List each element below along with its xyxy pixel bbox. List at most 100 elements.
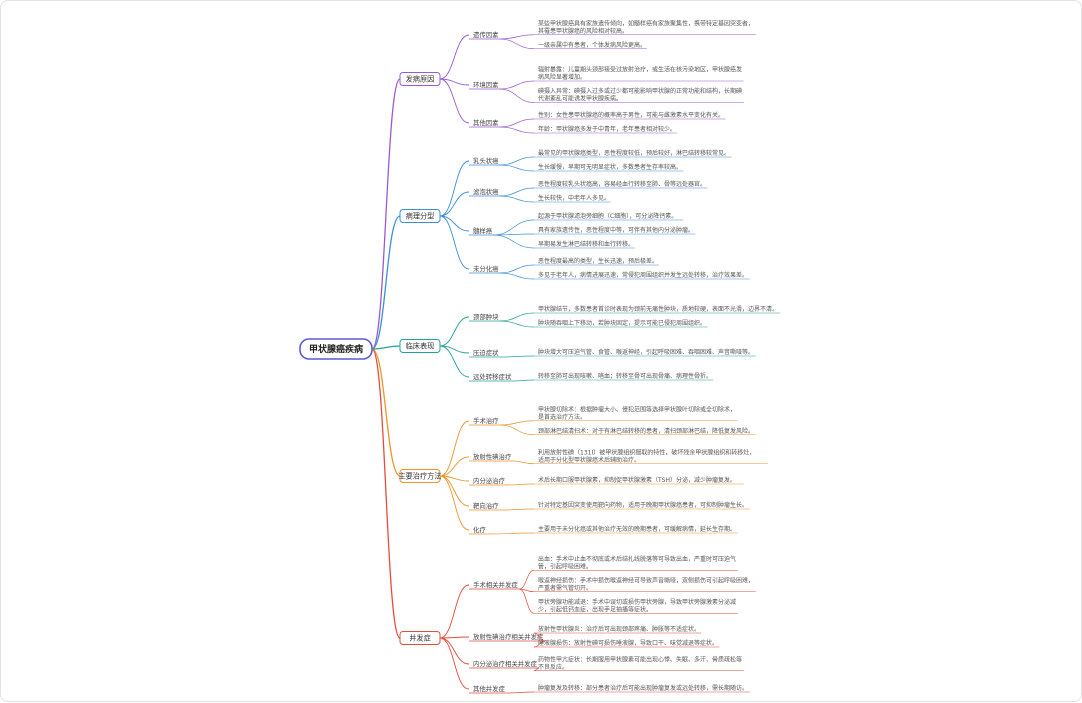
branch-node-label: 病理分型	[406, 212, 435, 221]
group-connector	[439, 637, 470, 665]
leaf-connector	[499, 38, 535, 50]
leaf-node[interactable]: 颈部淋巴结清扫术：对于有淋巴结转移的患者，清扫颈部淋巴结，降低复发风险。	[534, 427, 756, 436]
group-node[interactable]: 遗传因素	[469, 30, 500, 40]
branch-node-label: 临床表现	[406, 342, 435, 351]
group-node[interactable]: 其他并发症	[469, 684, 506, 694]
group-connector	[439, 584, 470, 639]
leaf-connector	[499, 508, 535, 511]
group-connector	[439, 637, 470, 690]
group-node[interactable]: 靶向治疗	[469, 501, 500, 511]
group-node[interactable]: 远处转移症状	[469, 372, 513, 382]
branch-node[interactable]: 并发症	[399, 631, 441, 645]
leaf-node-text: 甲状旁腺功能减退：手术中误切或损伤甲状旁腺，导致甲状旁腺激素分泌减	[538, 598, 736, 606]
group-connector	[439, 215, 470, 232]
leaf-node[interactable]: 碘摄入异常：碘摄入过多或过少都可能影响甲状腺的正常功能和结构，长期碘代谢紊乱可能…	[534, 87, 744, 103]
leaf-node-text: 肿瘤复发及转移：部分患者治疗后可能出现肿瘤复发或远处转移，需长期随访。	[538, 684, 748, 692]
leaf-connector	[519, 588, 535, 614]
leaf-node[interactable]: 恶性程度较乳头状癌高，容易经血行转移至肺、骨等远处器官。	[534, 180, 708, 189]
leaf-node[interactable]: 肿块随吞咽上下移动，若肿块固定，提示可能已侵犯周围组织。	[534, 319, 708, 328]
leaf-node-text: 肿块增大可压迫气管、食管、喉返神经，引起呼吸困难、吞咽困难、声音嘶哑等。	[538, 348, 754, 356]
group-node-label: 放射性碘治疗相关并发症	[473, 632, 544, 641]
group-connector	[439, 456, 470, 477]
leaf-node[interactable]: 甲状腺切除术：根据肿瘤大小、侵犯范围等选择甲状腺叶切除或全切除术，是首选治疗方法…	[534, 405, 738, 422]
group-node-label: 化疗	[473, 525, 486, 534]
branch-node-label: 并发症	[409, 634, 431, 643]
group-connector	[439, 34, 470, 80]
leaf-connector	[505, 483, 535, 486]
leaf-node-text: 少，引起低钙血症，出现手足抽搐等症状。	[538, 605, 652, 613]
group-connector	[439, 215, 470, 270]
group-node[interactable]: 髓样癌	[469, 226, 493, 236]
leaf-node[interactable]: 唾液腺损伤：放射性碘可损伤唾液腺，导致口干、味觉减退等症状。	[534, 639, 720, 648]
leaf-node-text: 病风险显著增加。	[538, 73, 586, 81]
leaf-node[interactable]: 年龄：甲状腺癌多发于中青年，老年患者相对较少。	[534, 125, 678, 134]
leaf-node-text: 性别：女性患甲状腺癌的概率高于男性，可能与雌激素水平变化有关。	[538, 111, 724, 119]
group-node[interactable]: 手术治疗	[469, 416, 500, 426]
leaf-node[interactable]: 一级亲属中有患者，个体发病风险更高。	[534, 41, 647, 50]
leaf-node[interactable]: 肿块增大可压迫气管、食管、喉返神经，引起呼吸困难、吞咽困难、声音嘶哑等。	[534, 348, 756, 357]
leaf-node-text: 是首选治疗方法。	[538, 413, 586, 421]
leaf-connector	[519, 569, 535, 590]
group-node[interactable]: 化疗	[469, 525, 486, 535]
leaf-connector	[499, 264, 535, 274]
branch-node[interactable]: 发病原因	[399, 72, 441, 86]
group-connector	[439, 160, 470, 217]
leaf-node[interactable]: 具有家族遗传性，恶性程度中等，可伴有其他内分泌肿瘤。	[534, 226, 696, 235]
branch-node[interactable]: 病理分型	[399, 209, 441, 223]
group-node[interactable]: 乳头状癌	[469, 156, 500, 166]
group-node[interactable]: 放射性碘治疗	[469, 452, 513, 462]
leaf-node[interactable]: 甲状旁腺功能减退：手术中误切或损伤甲状旁腺，导致甲状旁腺激素分泌减少，引起低钙血…	[534, 598, 738, 614]
group-node[interactable]: 环境因素	[469, 80, 500, 90]
leaf-connector	[512, 379, 535, 382]
leaf-node[interactable]: 主要用于未分化癌或其他治疗无效的晚期患者，可缓解病情，延长生存期。	[534, 525, 738, 534]
leaf-node[interactable]: 针对特定基因突变使用靶向药物，适用于晚期甲状腺癌患者，可抑制肿瘤生长。	[534, 501, 750, 510]
leaf-node[interactable]: 多见于老年人，病情进展迅速，常侵犯周围组织并发生远处转移，治疗效果差。	[534, 271, 750, 280]
leaf-node-text: 出血：手术中止血不彻底或术后结扎线脱落等可导致出血，严重时可压迫气	[538, 555, 736, 563]
leaf-connector	[499, 312, 535, 322]
leaf-node-text: 生长缓慢，早期可无明显症状，多数患者生存率较高。	[538, 163, 682, 171]
leaf-node[interactable]: 利用放射性碘（131I）被甲状腺组织摄取的特性，破坏残余甲状腺组织和转移灶，适用…	[534, 448, 768, 465]
group-node[interactable]: 内分泌治疗相关并发症	[469, 659, 539, 669]
branch-node[interactable]: 临床表现	[399, 339, 441, 353]
group-node[interactable]: 颈部肿块	[469, 312, 500, 322]
group-node[interactable]: 压迫症状	[469, 348, 500, 358]
leaf-node[interactable]: 恶性程度最高的类型，生长迅速，预后极差。	[534, 257, 659, 266]
group-node[interactable]: 手术相关并发症	[469, 580, 520, 590]
leaf-connector	[505, 691, 535, 694]
group-node[interactable]: 放射性碘治疗相关并发症	[469, 632, 546, 642]
leaf-node[interactable]: 早期易发生淋巴结转移和血行转移。	[534, 240, 635, 249]
group-node[interactable]: 未分化癌	[469, 264, 500, 274]
leaf-node[interactable]: 肿瘤复发及转移：部分患者治疗后可能出现肿瘤复发或远处转移，需长期随访。	[534, 684, 750, 693]
leaf-node[interactable]: 某些甲状腺癌具有家族遗传倾向，如髓样癌有家族聚集性，携带特定基因突变者，其罹患甲…	[534, 19, 756, 36]
leaf-node-text: 药物性甲亢症状：长期服用甲状腺素可能出现心悸、失眠、多汗、骨质疏松等	[538, 655, 742, 663]
leaf-node[interactable]: 最常见的甲状腺癌类型，恶性程度较低，预后较好，淋巴结转移较常见。	[534, 149, 732, 158]
leaf-node[interactable]: 放射性甲状腺炎：治疗后可出现颈部疼痛、肿胀等不适症状。	[534, 625, 702, 634]
group-connector	[439, 420, 470, 477]
root-node[interactable]: 甲状腺癌疾病	[299, 338, 373, 360]
leaf-node[interactable]: 出血：手术中止血不彻底或术后结扎线脱落等可导致出血，严重时可压迫气管，引起呼吸困…	[534, 555, 738, 571]
group-node[interactable]: 其他因素	[469, 118, 500, 128]
group-node-label: 颈部肿块	[473, 312, 499, 321]
group-node-label: 其他并发症	[473, 684, 506, 693]
leaf-node[interactable]: 辐射暴露：儿童期头颈部接受过放射治疗，或生活在核污染地区，甲状腺癌发病风险显著增…	[534, 66, 744, 82]
leaf-node[interactable]: 生长缓慢，早期可无明显症状，多数患者生存率较高。	[534, 163, 684, 172]
root-node-label: 甲状腺癌疾病	[309, 343, 363, 355]
leaf-node[interactable]: 术后长期口服甲状腺素，抑制促甲状腺激素（TSH）分泌，减少肿瘤复发。	[534, 476, 744, 485]
leaf-node[interactable]: 性别：女性患甲状腺癌的概率高于男性，可能与雌激素水平变化有关。	[534, 111, 726, 120]
branch-node[interactable]: 主要治疗方法	[398, 469, 442, 483]
group-node[interactable]: 滤泡状癌	[469, 187, 500, 197]
group-node[interactable]: 内分泌治疗	[469, 476, 506, 486]
leaf-node[interactable]: 生长较快，中老年人多见。	[534, 194, 611, 203]
leaf-node[interactable]: 甲状腺结节，多数患者首诊时表现为颈前无痛性肿块，质地较硬，表面不光滑，边界不清。	[534, 305, 780, 314]
leaf-node-text: 唾液腺损伤：放射性碘可损伤唾液腺，导致口干、味觉减退等症状。	[538, 639, 718, 647]
leaf-connector	[492, 234, 535, 249]
group-node-label: 环境因素	[473, 80, 499, 89]
leaf-node-text: 一级亲属中有患者，个体发病风险更高。	[538, 41, 646, 49]
leaf-node[interactable]: 喉返神经损伤：手术中损伤喉返神经可导致声音嘶哑，双侧损伤可引起呼吸困难，严重者需…	[534, 576, 756, 593]
leaf-node-text: 甲状腺结节，多数患者首诊时表现为颈前无痛性肿块，质地较硬，表面不光滑，边界不清。	[538, 305, 778, 313]
leaf-connector	[499, 164, 535, 172]
leaf-node[interactable]: 起源于甲状腺滤泡旁细胞（C细胞），可分泌降钙素。	[534, 212, 684, 221]
leaf-node[interactable]: 转移至肺可出现咳嗽、咯血；转移至骨可出现骨痛、病理性骨折。	[534, 372, 714, 381]
group-node-label: 其他因素	[473, 118, 499, 127]
